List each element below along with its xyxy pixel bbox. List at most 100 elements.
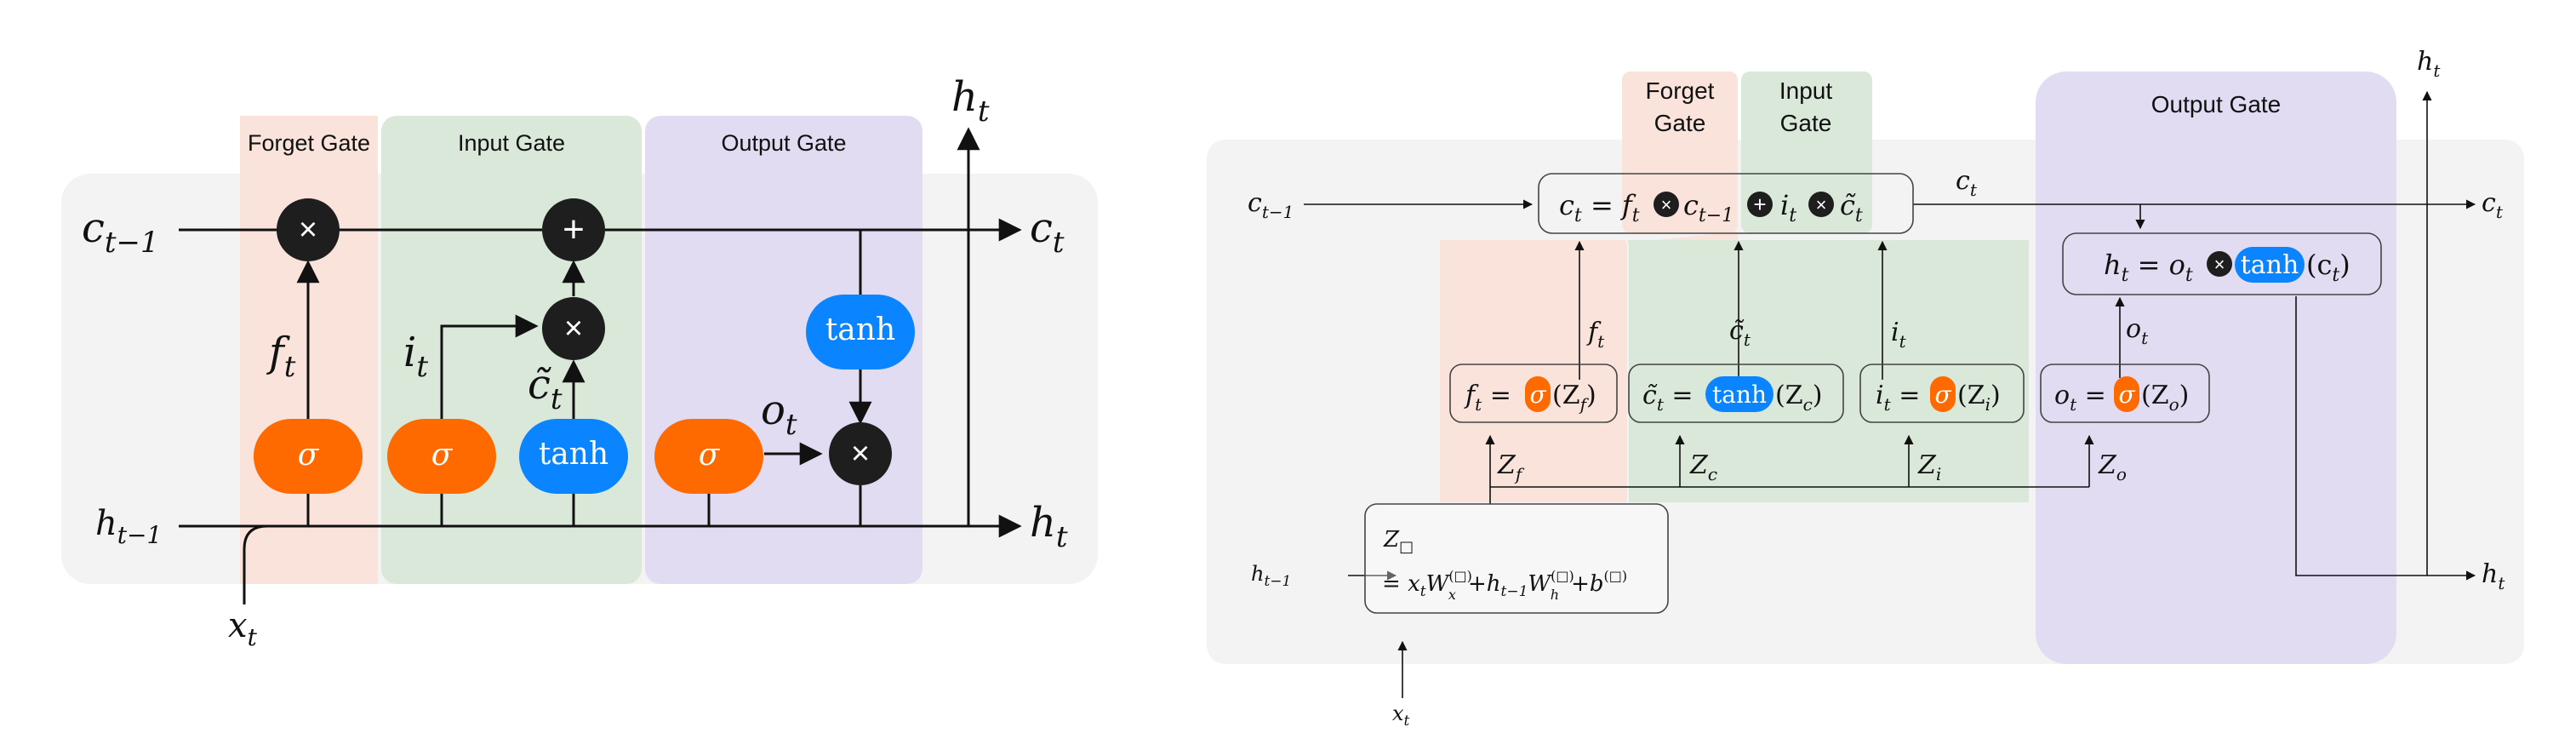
right-h-eq-box: ht = ot × tanh (ct) [2062,232,2382,295]
right-i-label: it [1891,318,1907,352]
right-h-times [2207,251,2232,277]
left-forget-sigma-node: σ [254,419,363,494]
svg-text:×: × [1816,194,1827,215]
left-diagram: Forget Gate Input Gate Output Gate × [61,73,1098,651]
left-cell-plus-node: + [542,198,605,261]
right-diagram: Forget Gate Input Gate Output Gate [1207,47,2524,730]
right-input-lower-band [1629,240,2029,502]
left-forget-gate-label: Forget Gate [248,130,370,156]
right-forget-gate-label-1: Forget [1646,77,1715,104]
right-input-gate-label-2: Gate [1780,110,1832,136]
right-o-eq-box: ot = σ (Zo) [2040,364,2210,423]
right-zc-label: Zc [1689,450,1717,484]
right-output-band [2036,72,2396,664]
right-o-sigma-pill [2114,376,2139,412]
svg-text:ct = ft: ct = ft [1559,189,1640,226]
right-zo-label: Zo [2098,450,2127,484]
left-tanh-node: tanh [519,419,628,494]
right-forget-header-band [1622,72,1738,233]
left-h-prev-label: ht−1 [95,504,162,549]
svg-text:= xtW(□)x+ht−1W(□)h+b(□): = xtW(□)x+ht−1W(□)h+b(□) [1382,568,1627,603]
right-forget-gate-label-2: Gate [1654,110,1706,136]
svg-text:(Zc): (Zc) [1775,381,1822,415]
right-c-tilde-label: c̃t [1729,316,1751,350]
right-o-label: ot [2126,314,2149,348]
left-c-prev-label: ct−1 [82,204,159,260]
right-i-eq-box: it = σ (Zi) [1859,364,2025,423]
svg-text:tanh: tanh [2241,250,2299,280]
left-input-sigma-node: σ [387,419,496,494]
left-f-label: ft [266,329,296,384]
right-x-label: xt [1392,702,1410,730]
right-cell-plus [1747,192,1773,217]
right-zi-label: Zi [1917,450,1941,484]
right-cell-times-2 [1808,192,1834,217]
right-h-out-path [2295,296,2476,581]
right-forget-lower-rect [1440,240,1625,502]
svg-text:it =: it = [1876,381,1920,415]
right-c-tanh-pill [1705,376,1773,412]
left-output-mult-node: × [829,422,892,485]
right-cell-eq-box: ct = ft × ct−1 + it × c̃t [1538,173,1914,234]
svg-text:×: × [1661,194,1672,215]
svg-text:×: × [564,311,583,346]
right-f-sigma-pill [1525,376,1551,412]
left-h-next-label: ht [1030,499,1068,554]
right-c-next-label: ct [2482,188,2504,222]
svg-text:×: × [2214,254,2225,275]
svg-text:+: + [1753,192,1766,217]
right-output-gate-label: Output Gate [2151,91,2282,117]
svg-text:tanh: tanh [825,312,895,347]
right-i-sigma-pill [1930,376,1956,412]
right-z-box: Z□ = xtW(□)x+ht−1W(□)h+b(□) [1364,503,1669,614]
left-input-gate-label: Input Gate [458,130,565,156]
left-o-label: ot [761,387,797,442]
svg-text:tanh: tanh [1712,381,1767,409]
left-input-to-mult [440,314,539,419]
svg-text:σ: σ [1529,381,1546,409]
svg-text:(Zi): (Zi) [1957,381,2001,415]
svg-text:σ: σ [298,438,320,472]
svg-text:σ: σ [431,438,454,472]
svg-text:×: × [299,212,317,248]
right-h-tanh-pill [2235,247,2305,283]
svg-text:×: × [851,436,870,472]
left-output-tanh-node: tanh [806,295,915,369]
right-h-prev-label: ht−1 [1251,562,1291,590]
svg-text:ct−1: ct−1 [1683,189,1734,226]
right-input-gate-label-1: Input [1779,77,1832,104]
right-input-header-band [1741,72,1872,233]
right-connections [1304,90,2476,698]
svg-text:(Zf): (Zf) [1552,381,1596,415]
right-c-eq-box: c̃t = tanh (Zc) [1628,364,1844,423]
left-forget-mult-node: × [277,198,340,261]
svg-text:(ct): (ct) [2306,249,2350,286]
right-cell-times-1 [1654,192,1679,217]
right-c-mid-label: ct [1956,166,1978,200]
left-output-sigma-node: σ [654,419,763,494]
left-x-input-line [243,524,268,604]
right-h-top-label: ht [2417,47,2441,81]
right-f-eq-box: ft = σ (Zf) [1449,364,1618,423]
left-x-label: xt [228,606,258,651]
svg-text:ft =: ft = [1464,381,1511,415]
right-h-next-label: ht [2482,559,2505,593]
svg-text:σ: σ [1934,381,1951,409]
svg-text:it: it [1780,189,1796,226]
svg-text:Z□: Z□ [1383,527,1414,556]
svg-text:+: + [563,209,585,250]
right-c-prev-label: ct−1 [1248,188,1294,222]
left-input-mult-node: × [542,297,605,360]
svg-text:(Zo): (Zo) [2141,381,2189,415]
svg-text:ot =: ot = [2054,381,2106,415]
svg-text:σ: σ [699,438,721,472]
svg-text:c̃t =: c̃t = [1642,381,1694,415]
left-i-label: it [403,329,428,384]
left-output-gate-label: Output Gate [721,130,846,156]
left-c-next-label: ct [1030,204,1065,260]
svg-text:ht = ot: ht = ot [2104,249,2193,286]
svg-text:c̃t: c̃t [1840,189,1863,226]
svg-text:σ: σ [2118,381,2135,409]
